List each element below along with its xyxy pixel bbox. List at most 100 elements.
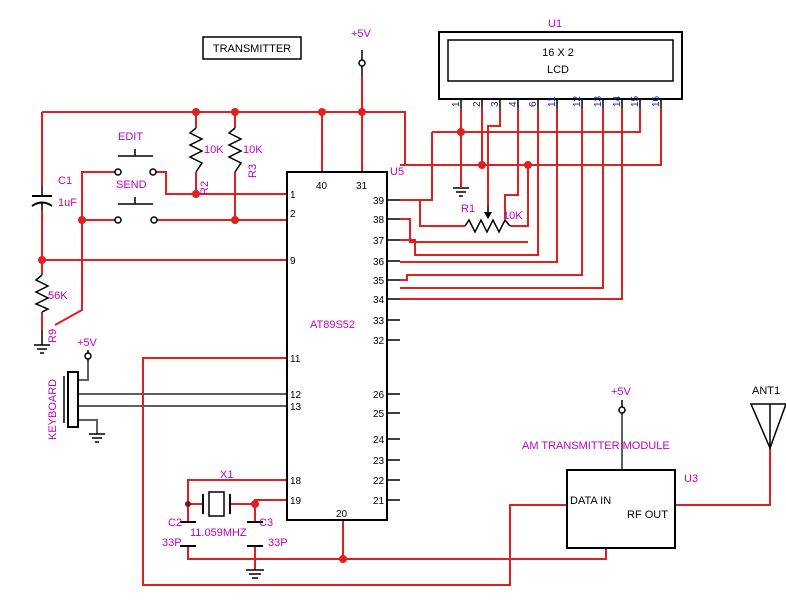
mcu-pin-number: 11 [290,354,301,365]
junction-dot [38,256,46,264]
junction-dot [192,190,200,198]
wire-lcd-pin13 [400,108,604,289]
mcu-pin-number: 18 [290,476,302,487]
junction-dot [231,108,239,116]
lcd-pin-number: 4 [508,101,519,107]
lcd-pin-number: 13 [593,95,604,107]
lcd-pin-number: 3 [490,101,501,107]
capacitor-c3: C3 33P [247,517,288,549]
mcu-pin-number: 1 [290,190,296,201]
wire-top-rail [42,111,406,166]
mcu-pin-number: 36 [373,257,385,268]
junction-dot [524,161,532,169]
wire-lcd-pin14 [400,108,623,300]
keyboard-label: KEYBOARD [47,379,59,440]
rf-module: AM TRANSMITTER MODULE U3 DATA IN RF OUT [522,440,698,549]
keyboard-wires [78,362,623,470]
resistor-r9: 56K R9 [34,274,68,354]
lcd-pin-number: 12 [572,95,583,107]
lcd-pin-number: 16 [651,95,662,107]
wire-pin18 [187,479,287,522]
ground-icon [34,330,50,354]
vcc-keyboard-label: +5V [77,337,98,349]
wire-lcd-pin16 [405,108,662,166]
mcu-pin-number: 33 [373,316,385,327]
lcd-pin-number: 11 [547,96,558,107]
mcu-pin-number: 34 [373,295,385,306]
title-text: TRANSMITTER [213,43,291,55]
mcu-pin-number: 25 [373,409,385,420]
antenna: ANT1 [749,385,786,451]
wire-edit-right [153,171,196,195]
mcu-pin-number: 24 [373,435,385,446]
wire-lcd-pin3 [487,108,501,205]
mcu-body [286,171,388,521]
c2-ref: C2 [168,517,182,529]
mcu-pin-number: 23 [373,456,385,467]
wire-lcd-pin12 [400,108,583,281]
wire-pin38 [400,218,528,243]
switch-contact [114,216,122,224]
crystal-body [208,491,225,517]
junction-dot [185,501,191,507]
mcu-pin-number: 12 [290,390,302,401]
wire-kbd-vcc [78,362,89,381]
switch-contact [150,216,158,224]
c1-value: 1uF [58,197,77,209]
keyboard-connector: KEYBOARD [47,371,79,440]
mcu-pin-number: 22 [373,476,385,487]
ground-icon [453,180,469,197]
r3-value: 10K [243,144,263,156]
vcc-keyboard-terminal [84,352,92,360]
lcd-pin-number: 1 [451,101,462,107]
vcc-rf-label: +5V [611,386,632,398]
mcu-pin-number: 38 [373,215,385,226]
junction-dot [457,128,465,136]
keyboard-body [67,371,79,428]
ground-icon [246,569,264,579]
junctions [38,108,532,563]
switch-edit: EDIT [114,131,157,176]
junction-dot [192,108,200,116]
x1-ref: X1 [220,469,233,481]
wire-lcd-pin4 [504,108,519,218]
wiper-arrow [484,212,492,219]
vcc-rf-terminal [618,406,626,414]
mcu-pin-number: 13 [290,402,302,413]
r9-ref: R9 [47,329,59,343]
lcd-line1: 16 X 2 [542,47,574,59]
lcd-pin-number: 15 [630,95,641,107]
c1-ref: C1 [58,175,72,187]
wire-lcd-pin15 [461,108,641,133]
r2-value: 10K [204,144,224,156]
r1-value: 10K [503,210,523,222]
r1-ref: R1 [461,203,475,215]
wire-kbd-gnd [78,419,98,434]
lcd-pin-number: 14 [612,95,623,107]
c3-value: 33P [268,537,288,549]
wire-r1 [400,165,529,227]
mcu-pin-number: 35 [373,276,385,287]
vcc-top-terminal [358,59,366,67]
wire-pin11 [142,357,568,586]
x1-value: 11.059MHZ [190,527,247,539]
r3-ref: R3 [247,164,259,178]
mcu-ref: U5 [390,166,404,178]
wire-lcd-pin11 [400,108,558,263]
wire-caps-bottom [187,546,607,560]
mcu-pin-number: 9 [290,256,296,267]
rf-ref: U3 [684,473,698,485]
junction-dot [358,108,366,116]
mcu-pin-number: 31 [356,181,368,192]
resistor-zigzag [464,218,511,234]
mcu-pin-number: 2 [290,209,296,220]
antenna-ref: ANT1 [752,385,780,397]
switch-send: SEND [114,179,158,224]
junction-dot [478,161,486,169]
capacitor-c1: C1 1uF [31,175,77,211]
junction-dot [231,216,239,224]
mcu-pin-number: 26 [373,390,385,401]
